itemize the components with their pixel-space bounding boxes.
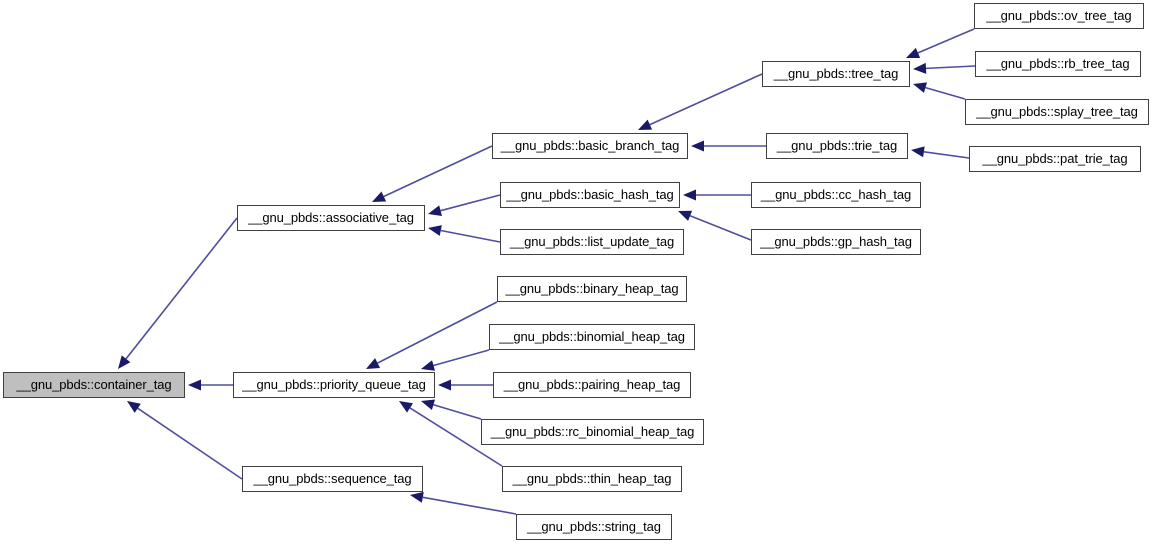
- inheritance-edge: [399, 401, 503, 467]
- arrowhead-icon: [366, 358, 381, 369]
- node-label: __gnu_pbds::gp_hash_tag: [760, 234, 912, 249]
- arrowhead-icon: [127, 401, 141, 413]
- arrowhead-icon: [428, 205, 442, 217]
- inheritance-edge: [421, 399, 482, 420]
- arrowhead-icon: [906, 47, 921, 58]
- inheritance-edge: [410, 491, 517, 515]
- node-basic_hash_tag[interactable]: __gnu_pbds::basic_hash_tag: [500, 182, 680, 208]
- inheritance-edge: [638, 73, 763, 130]
- inheritance-edge: [678, 210, 752, 241]
- node-label: __gnu_pbds::splay_tree_tag: [976, 104, 1138, 119]
- node-label: __gnu_pbds::basic_branch_tag: [500, 138, 680, 153]
- node-label: __gnu_pbds::rc_binomial_heap_tag: [490, 424, 695, 439]
- inheritance-edge: [428, 225, 501, 243]
- node-label: __gnu_pbds::priority_queue_tag: [242, 377, 426, 392]
- node-label: __gnu_pbds::sequence_tag: [253, 471, 412, 486]
- node-gp_hash_tag[interactable]: __gnu_pbds::gp_hash_tag: [751, 229, 921, 255]
- node-rb_tree_tag[interactable]: __gnu_pbds::rb_tree_tag: [975, 51, 1141, 77]
- node-sequence_tag[interactable]: __gnu_pbds::sequence_tag: [242, 466, 423, 492]
- arrowhead-icon: [421, 360, 436, 371]
- arrowhead-icon: [118, 355, 131, 369]
- node-label: __gnu_pbds::thin_heap_tag: [512, 471, 672, 486]
- node-label: __gnu_pbds::associative_tag: [248, 210, 414, 225]
- arrowhead-icon: [399, 401, 413, 413]
- node-rc_binomial_heap_tag[interactable]: __gnu_pbds::rc_binomial_heap_tag: [481, 419, 704, 445]
- inheritance-edge: [366, 301, 498, 369]
- arrowhead-icon: [410, 491, 424, 503]
- node-ov_tree_tag[interactable]: __gnu_pbds::ov_tree_tag: [974, 3, 1144, 29]
- node-cc_hash_tag[interactable]: __gnu_pbds::cc_hash_tag: [751, 182, 921, 208]
- inheritance-edge: [421, 349, 490, 371]
- inheritance-edge: [438, 379, 493, 391]
- inheritance-edge: [911, 146, 970, 159]
- node-pairing_heap_tag[interactable]: __gnu_pbds::pairing_heap_tag: [493, 372, 691, 398]
- arrowhead-icon: [638, 119, 653, 130]
- node-associative_tag[interactable]: __gnu_pbds::associative_tag: [237, 205, 425, 231]
- node-thin_heap_tag[interactable]: __gnu_pbds::thin_heap_tag: [502, 466, 682, 492]
- inheritance-edge: [913, 82, 966, 100]
- arrowhead-icon: [913, 82, 928, 93]
- node-trie_tag[interactable]: __gnu_pbds::trie_tag: [766, 133, 908, 159]
- node-label: __gnu_pbds::string_tag: [527, 519, 661, 534]
- node-tree_tag[interactable]: __gnu_pbds::tree_tag: [762, 61, 910, 87]
- arrowhead-icon: [913, 62, 927, 74]
- inheritance-edge: [188, 379, 233, 391]
- node-label: __gnu_pbds::container_tag: [16, 377, 172, 392]
- inheritance-edge: [691, 140, 766, 152]
- node-label: __gnu_pbds::tree_tag: [773, 66, 899, 81]
- node-string_tag[interactable]: __gnu_pbds::string_tag: [516, 514, 672, 540]
- inheritance-edge: [428, 194, 501, 217]
- node-label: __gnu_pbds::pairing_heap_tag: [503, 377, 681, 392]
- inheritance-edge: [683, 189, 751, 201]
- node-list_update_tag[interactable]: __gnu_pbds::list_update_tag: [500, 229, 684, 255]
- node-splay_tree_tag[interactable]: __gnu_pbds::splay_tree_tag: [965, 99, 1149, 125]
- inheritance-edge: [913, 62, 976, 74]
- node-label: __gnu_pbds::ov_tree_tag: [986, 8, 1132, 23]
- node-label: __gnu_pbds::binomial_heap_tag: [499, 329, 685, 344]
- inheritance-edge: [372, 145, 493, 202]
- node-pat_trie_tag[interactable]: __gnu_pbds::pat_trie_tag: [969, 146, 1141, 172]
- node-label: __gnu_pbds::basic_hash_tag: [506, 187, 674, 202]
- node-binary_heap_tag[interactable]: __gnu_pbds::binary_heap_tag: [497, 276, 687, 302]
- arrowhead-icon: [428, 225, 442, 236]
- inheritance-edge: [906, 28, 975, 58]
- arrowhead-icon: [691, 140, 704, 152]
- node-binomial_heap_tag[interactable]: __gnu_pbds::binomial_heap_tag: [489, 324, 695, 350]
- node-label: __gnu_pbds::pat_trie_tag: [982, 151, 1128, 166]
- arrowhead-icon: [678, 210, 693, 221]
- arrowhead-icon: [372, 191, 387, 202]
- node-basic_branch_tag[interactable]: __gnu_pbds::basic_branch_tag: [492, 133, 688, 159]
- node-label: __gnu_pbds::binary_heap_tag: [505, 281, 679, 296]
- arrowhead-icon: [683, 189, 696, 201]
- node-label: __gnu_pbds::rb_tree_tag: [986, 56, 1130, 71]
- arrowhead-icon: [421, 399, 436, 411]
- node-label: __gnu_pbds::trie_tag: [776, 138, 898, 153]
- arrowhead-icon: [911, 146, 925, 158]
- inheritance-edge: [118, 217, 238, 369]
- node-label: __gnu_pbds::list_update_tag: [509, 234, 675, 249]
- node-priority_queue_tag[interactable]: __gnu_pbds::priority_queue_tag: [233, 372, 435, 398]
- node-label: __gnu_pbds::cc_hash_tag: [760, 187, 912, 202]
- arrowhead-icon: [438, 379, 451, 391]
- node-container_tag[interactable]: __gnu_pbds::container_tag: [3, 372, 185, 398]
- inheritance-edge: [127, 401, 243, 480]
- arrowhead-icon: [188, 379, 201, 391]
